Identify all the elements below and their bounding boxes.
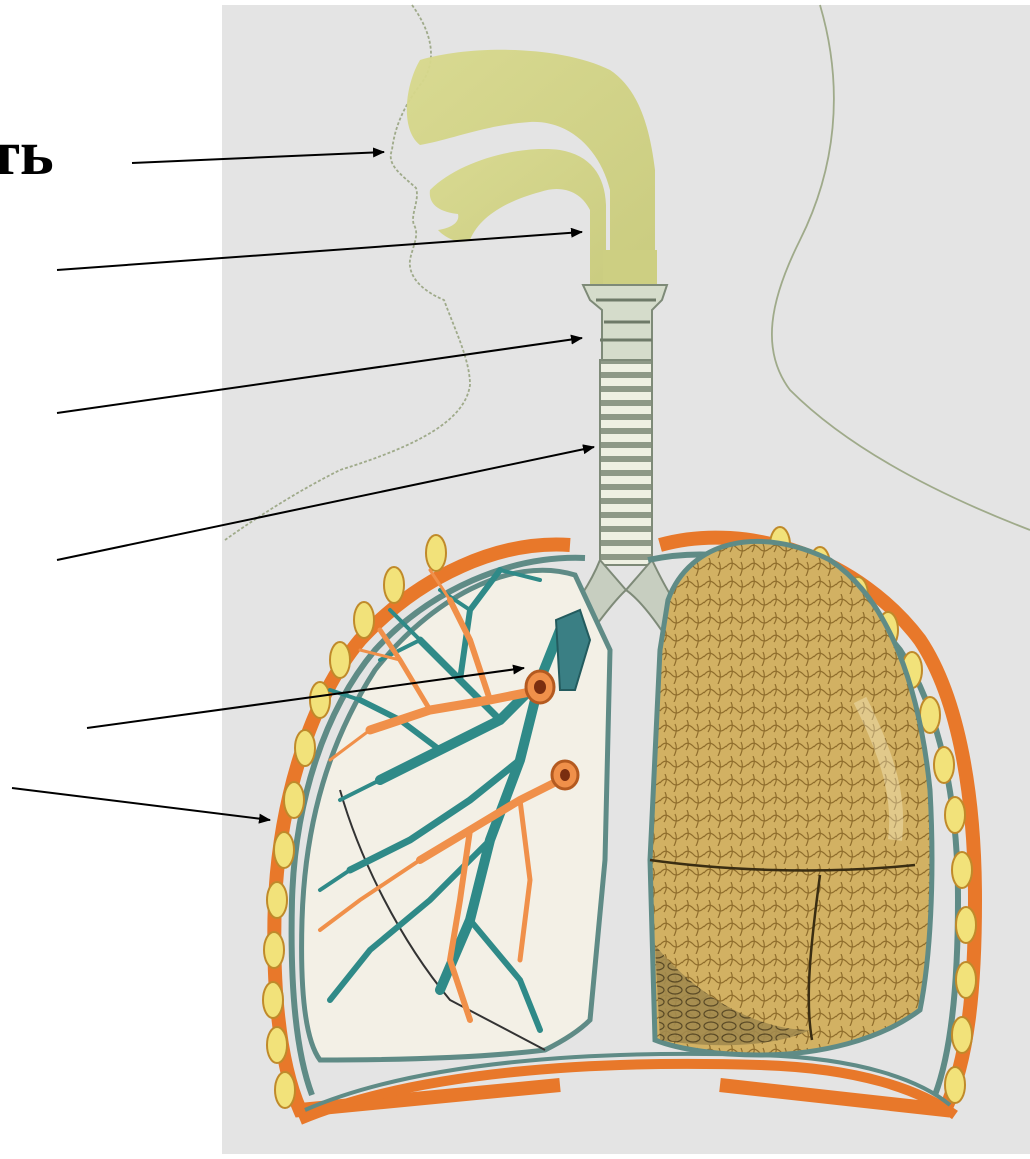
label-nasal-cavity: сть: [0, 118, 54, 188]
trachea-shape: [600, 360, 652, 565]
